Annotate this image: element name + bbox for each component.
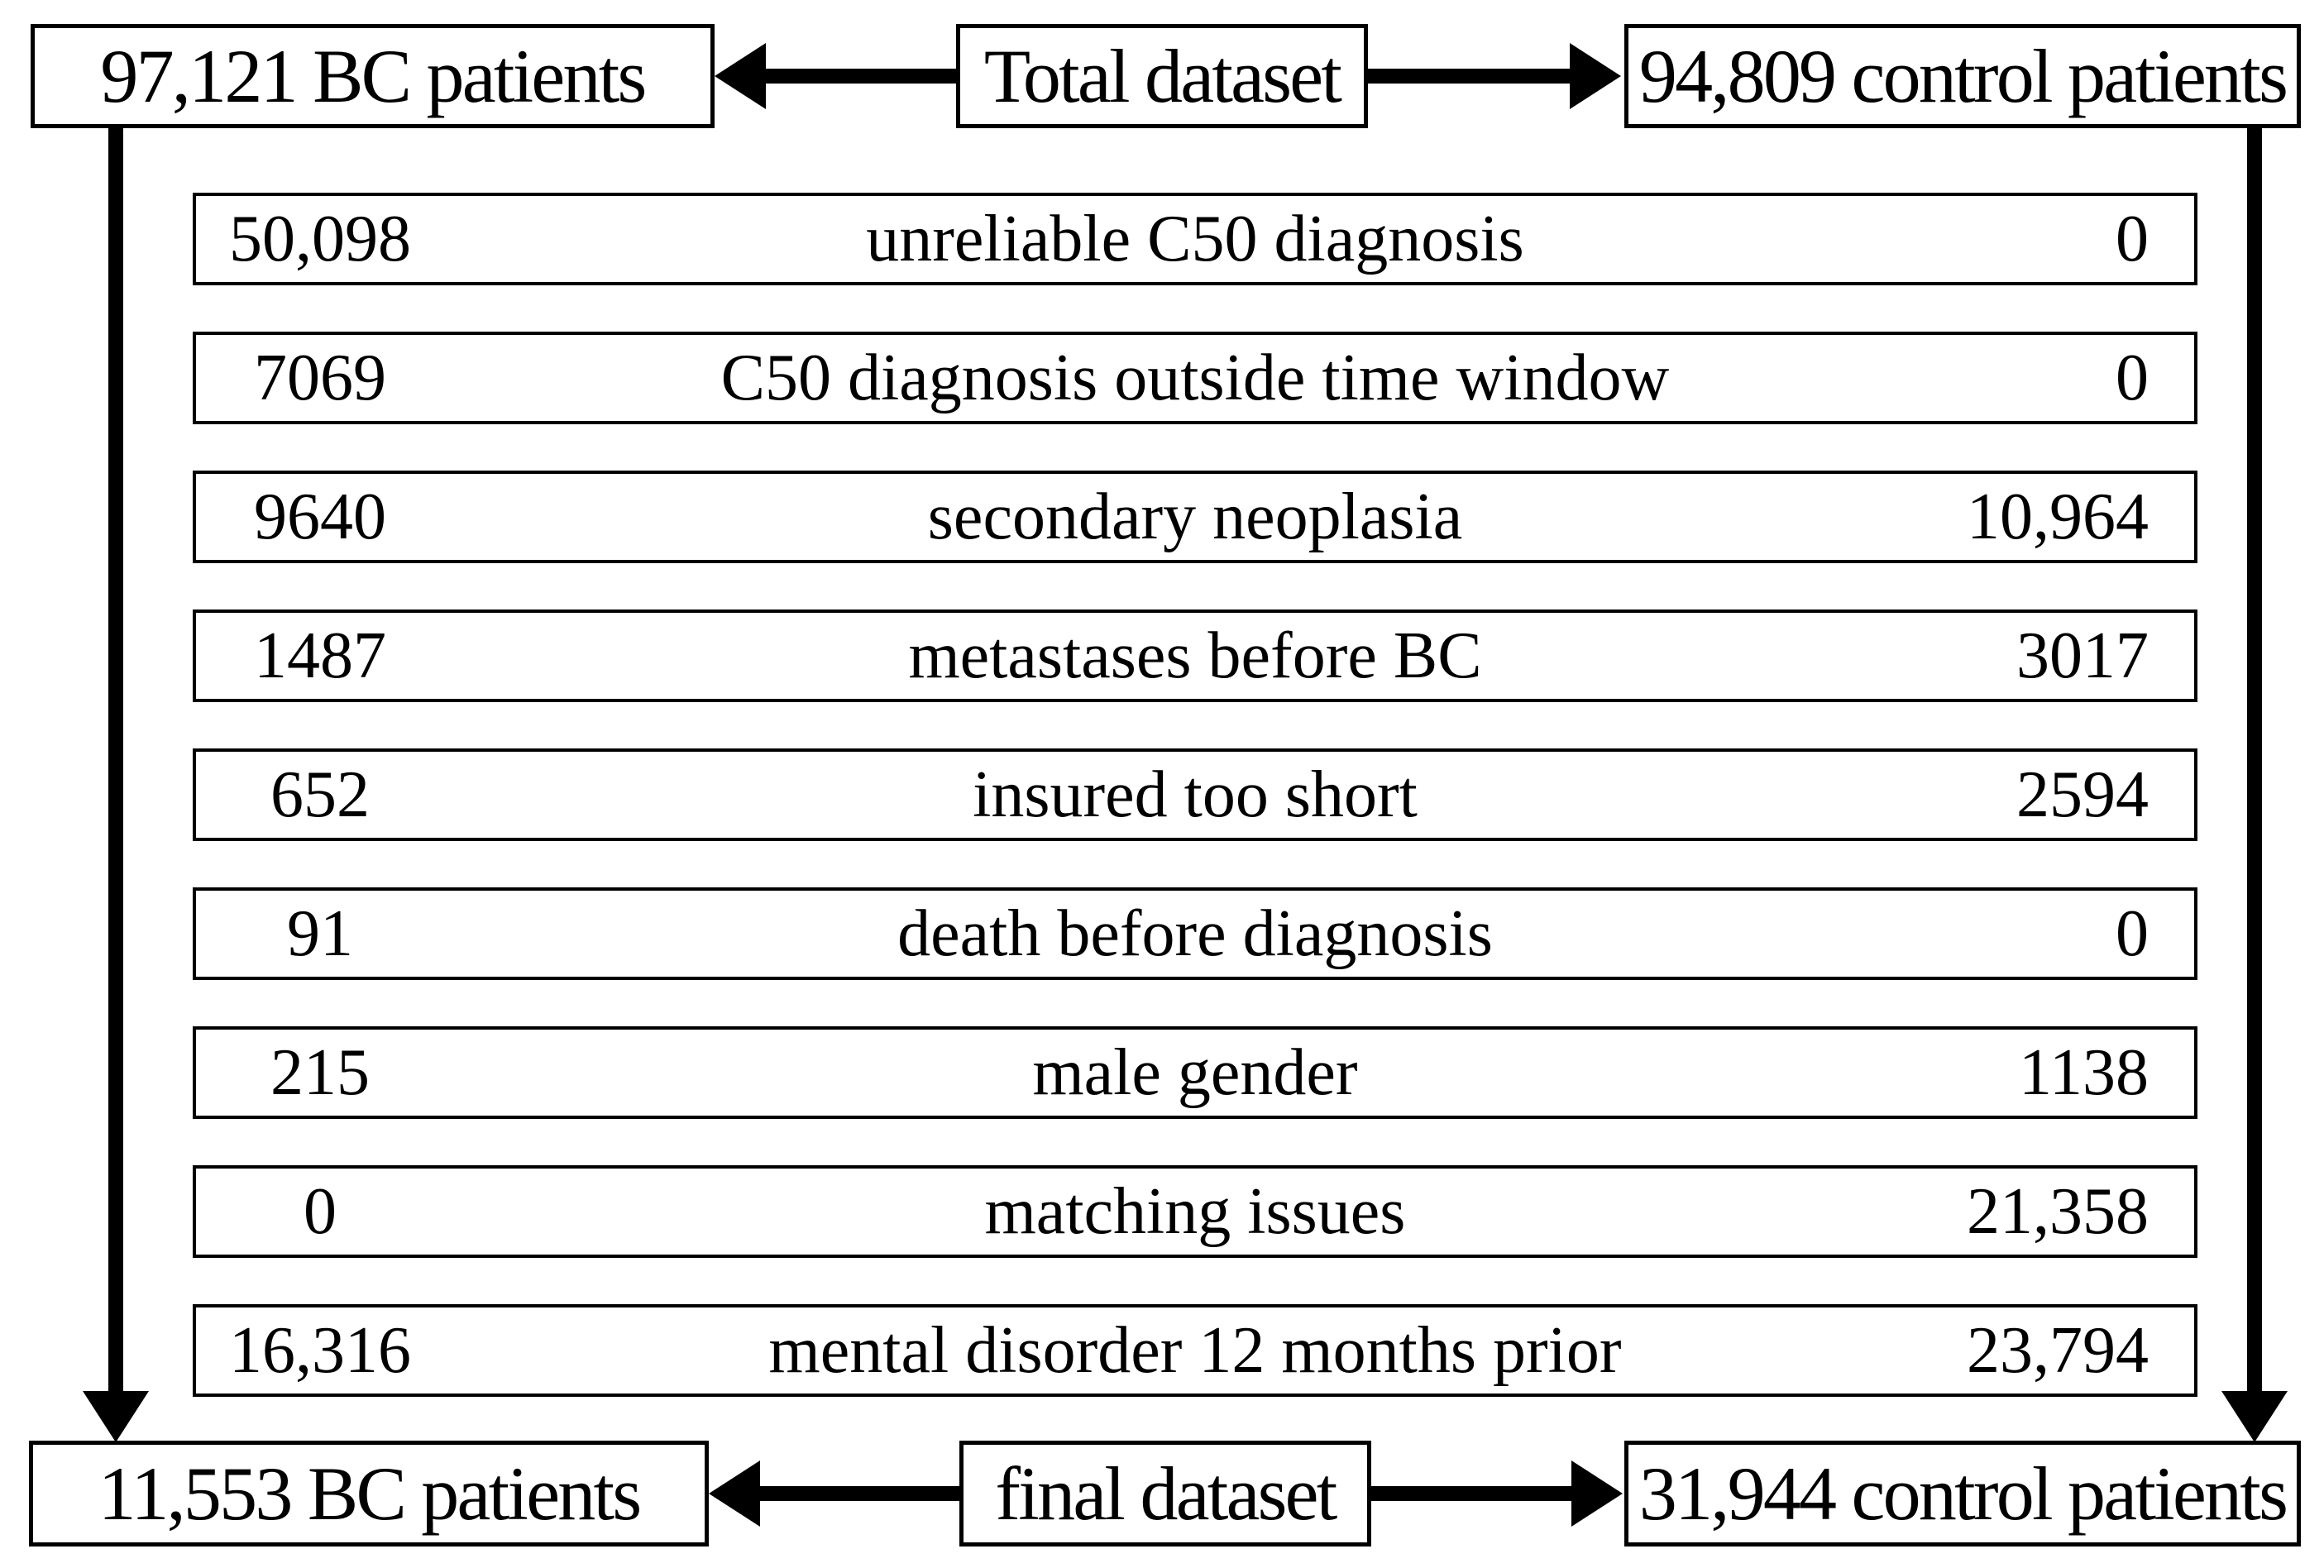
exclusion-reason: male gender [1032, 1036, 1358, 1109]
control-excluded-count: 21,358 [1967, 1175, 2149, 1248]
final-to-bc-arrow-shaft [755, 1486, 959, 1501]
final-to-control-arrowhead-icon [1571, 1460, 1623, 1527]
final-bc-patients-box: 11,553 BC patients [29, 1441, 709, 1546]
exclusion-reason: metastases before BC [908, 619, 1482, 692]
exclusion-row: 50,098 unreliable C50 diagnosis 0 [193, 193, 2197, 285]
exclusion-row: 1487 metastases before BC 3017 [193, 610, 2197, 702]
bc-excluded-count: 9640 [254, 480, 386, 553]
bc-excluded-count: 7069 [254, 342, 386, 414]
total-control-patients-box: 94,809 control patients [1624, 24, 2301, 128]
control-excluded-count: 1138 [2018, 1036, 2149, 1109]
bc-flow-arrowhead-icon [83, 1391, 149, 1442]
bc-excluded-count: 50,098 [229, 203, 411, 275]
control-flow-arrow-shaft [2247, 127, 2262, 1393]
exclusion-rows: 50,098 unreliable C50 diagnosis 0 7069 C… [193, 193, 2197, 1397]
exclusion-reason: matching issues [984, 1175, 1406, 1248]
control-excluded-count: 0 [2116, 203, 2149, 275]
total-to-bc-arrow-shaft [761, 69, 956, 84]
bc-excluded-count: 1487 [254, 619, 386, 692]
control-excluded-count: 23,794 [1967, 1314, 2149, 1387]
bc-excluded-count: 652 [270, 758, 370, 831]
total-dataset-box: Total dataset [956, 24, 1368, 128]
exclusion-reason: secondary neoplasia [927, 480, 1463, 553]
exclusion-row: 91 death before diagnosis 0 [193, 887, 2197, 980]
exclusion-reason: mental disorder 12 months prior [768, 1314, 1622, 1387]
bc-excluded-count: 16,316 [229, 1314, 411, 1387]
control-flow-arrowhead-icon [2221, 1391, 2288, 1442]
final-dataset-box: final dataset [959, 1441, 1371, 1546]
control-excluded-count: 3017 [2016, 619, 2149, 692]
control-excluded-count: 2594 [2016, 758, 2149, 831]
exclusion-row: 215 male gender 1138 [193, 1026, 2197, 1119]
total-to-bc-arrowhead-icon [715, 43, 766, 109]
exclusion-row: 9640 secondary neoplasia 10,964 [193, 471, 2197, 563]
control-excluded-count: 10,964 [1967, 480, 2149, 553]
bc-flow-arrow-shaft [108, 127, 123, 1393]
bc-excluded-count: 91 [287, 897, 353, 970]
bc-excluded-count: 0 [304, 1175, 337, 1248]
total-bc-patients-box: 97,121 BC patients [31, 24, 715, 128]
control-excluded-count: 0 [2116, 342, 2149, 414]
final-to-control-arrow-shaft [1371, 1486, 1571, 1501]
exclusion-row: 16,316 mental disorder 12 months prior 2… [193, 1304, 2197, 1397]
final-control-patients-box: 31,944 control patients [1624, 1441, 2301, 1546]
exclusion-row: 652 insured too short 2594 [193, 748, 2197, 841]
bc-excluded-count: 215 [270, 1036, 370, 1109]
exclusion-reason: insured too short [973, 758, 1418, 831]
control-excluded-count: 0 [2116, 897, 2149, 970]
final-to-bc-arrowhead-icon [709, 1460, 760, 1527]
total-to-control-arrowhead-icon [1570, 43, 1621, 109]
exclusion-row: 0 matching issues 21,358 [193, 1165, 2197, 1258]
exclusion-reason: unreliable C50 diagnosis [866, 203, 1524, 275]
exclusion-row: 7069 C50 diagnosis outside time window 0 [193, 332, 2197, 424]
exclusion-reason: C50 diagnosis outside time window [720, 342, 1670, 414]
exclusion-reason: death before diagnosis [897, 897, 1493, 970]
total-to-control-arrow-shaft [1368, 69, 1571, 84]
